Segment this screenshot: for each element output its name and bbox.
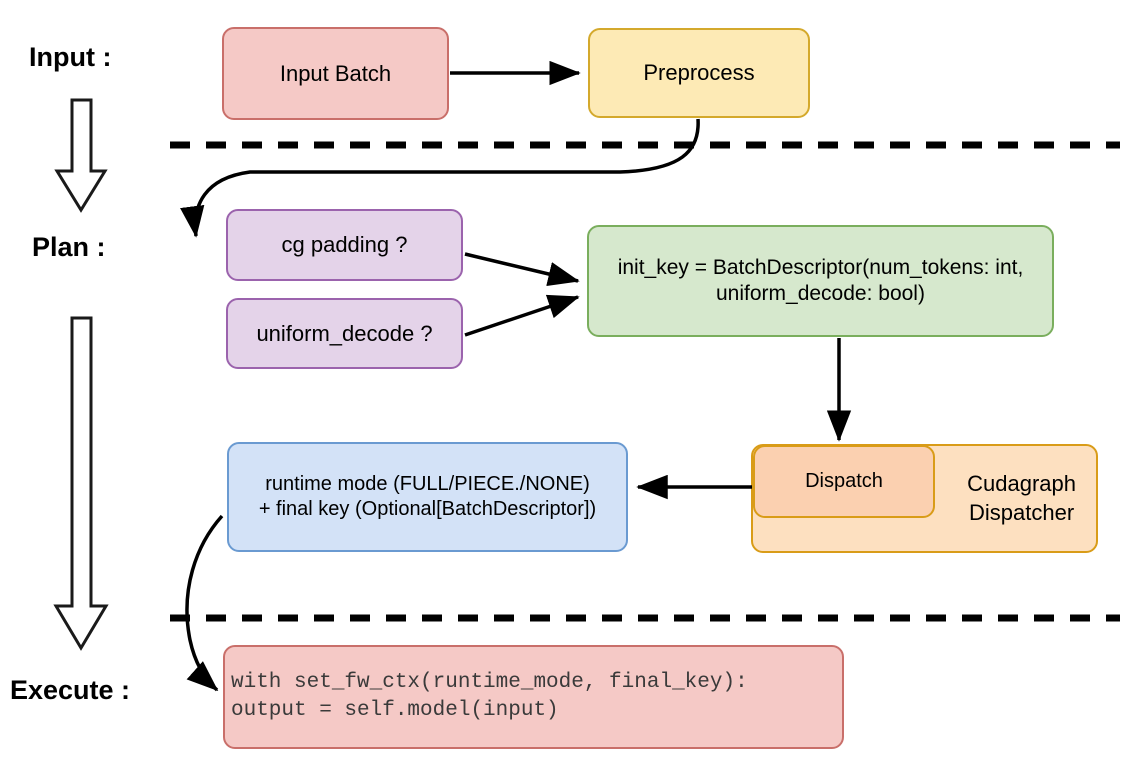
node-dispatch[interactable]: Dispatch bbox=[753, 445, 935, 518]
node-dispatch-label: Dispatch bbox=[805, 470, 883, 492]
stage-label-plan: Plan : bbox=[32, 232, 106, 262]
node-runtime-mode-label: runtime mode (FULL/PIECE./NONE) + final … bbox=[258, 473, 597, 520]
node-cg-padding-label: cg padding ? bbox=[281, 232, 408, 258]
stage-label-input: Input : bbox=[29, 42, 112, 72]
node-init-key[interactable]: init_key = BatchDescriptor(num_tokens: i… bbox=[587, 225, 1054, 337]
node-input-batch-label: Input Batch bbox=[279, 60, 392, 86]
node-runtime-mode[interactable]: runtime mode (FULL/PIECE./NONE) + final … bbox=[227, 442, 628, 552]
stage-label-execute: Execute : bbox=[10, 675, 131, 705]
node-code-block-text: with set_fw_ctx(runtime_mode, final_key)… bbox=[231, 670, 748, 722]
node-uniform-decode-label: uniform_decode ? bbox=[256, 320, 433, 346]
node-code-block[interactable]: with set_fw_ctx(runtime_mode, final_key)… bbox=[223, 645, 844, 749]
node-preprocess[interactable]: Preprocess bbox=[588, 28, 810, 118]
node-input-batch[interactable]: Input Batch bbox=[222, 27, 449, 120]
node-cg-padding[interactable]: cg padding ? bbox=[226, 209, 463, 281]
node-init-key-label: init_key = BatchDescriptor(num_tokens: i… bbox=[617, 255, 1024, 305]
plan-to-execute-stage-arrow bbox=[53, 316, 109, 651]
node-uniform-decode[interactable]: uniform_decode ? bbox=[226, 298, 463, 369]
node-cudagraph-dispatcher-label: Cudagraph Dispatcher bbox=[967, 470, 1076, 525]
input-to-plan-stage-arrow bbox=[54, 98, 108, 213]
runtime-mode-to-code-block-arrow bbox=[185, 514, 224, 692]
cg-padding-to-init-key-arrow bbox=[464, 252, 580, 287]
node-preprocess-label: Preprocess bbox=[643, 60, 755, 86]
uniform-decode-to-init-key-arrow bbox=[464, 294, 580, 337]
